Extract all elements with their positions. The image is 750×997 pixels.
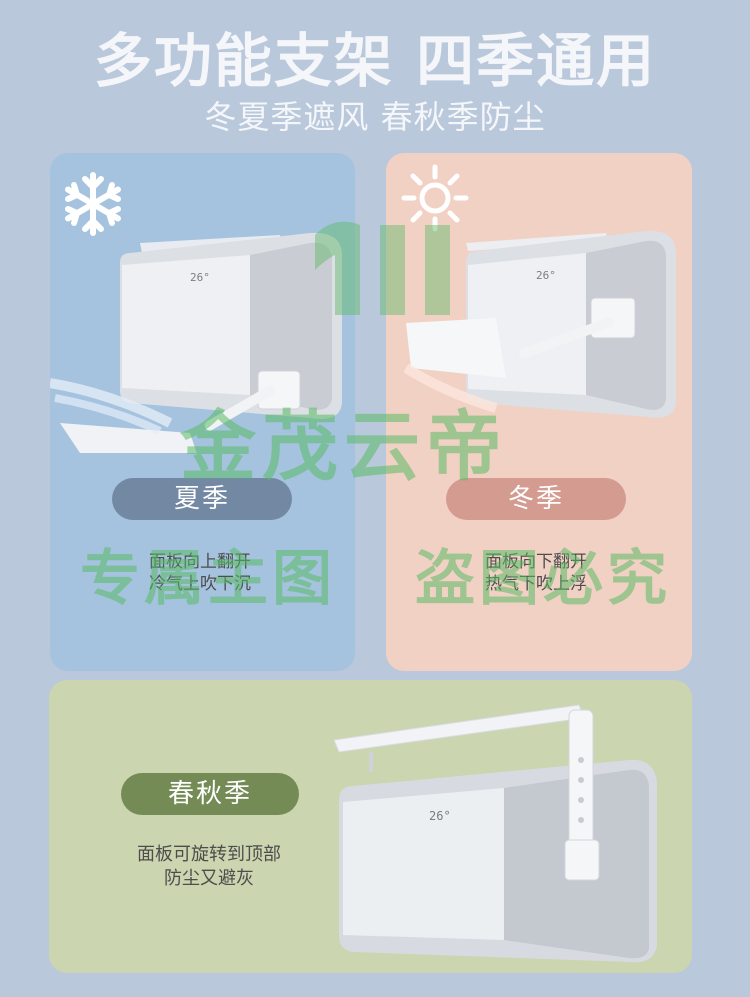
summer-description: 面板向上翻开 冷气上吹下沉: [110, 551, 290, 595]
spring-autumn-card: 26° 春秋季 面板可旋转到顶部 防尘又避灰: [49, 680, 692, 973]
summer-desc-line-2: 冷气上吹下沉: [149, 574, 251, 594]
sun-icon: [401, 164, 469, 232]
spring-desc-line-2: 防尘又避灰: [164, 868, 254, 889]
winter-description: 面板向下翻开 热气下吹上浮: [446, 551, 626, 595]
ac-display: 26°: [190, 271, 210, 284]
ac-display: 26°: [429, 809, 451, 823]
spring-desc-line-1: 面板可旋转到顶部: [137, 844, 281, 865]
page-title: 多功能支架 四季通用: [93, 27, 657, 95]
snowflake-icon: [65, 172, 121, 236]
ac-unit-panel-up-illustration: 26°: [50, 232, 342, 453]
spring-autumn-description: 面板可旋转到顶部 防尘又避灰: [119, 843, 299, 891]
summer-label-pill: 夏季: [112, 478, 292, 520]
winter-desc-line-2: 热气下吹上浮: [485, 574, 587, 594]
ac-unit-panel-top-illustration: 26°: [333, 704, 657, 963]
winter-card: 26° 冬季 面板向下翻开 热气下吹上浮: [386, 153, 692, 671]
ac-display: 26°: [536, 269, 556, 282]
ac-unit-panel-down-illustration: 26°: [403, 230, 676, 418]
winter-label-pill: 冬季: [446, 478, 626, 520]
winter-desc-line-1: 面板向下翻开: [485, 552, 587, 572]
summer-card: 26° 夏季 面板向上翻开 冷气上吹下沉: [50, 153, 355, 671]
summer-desc-line-1: 面板向上翻开: [149, 552, 251, 572]
spring-autumn-label-pill: 春秋季: [121, 773, 299, 815]
page-subtitle: 冬夏季遮风 春秋季防尘: [204, 98, 546, 136]
